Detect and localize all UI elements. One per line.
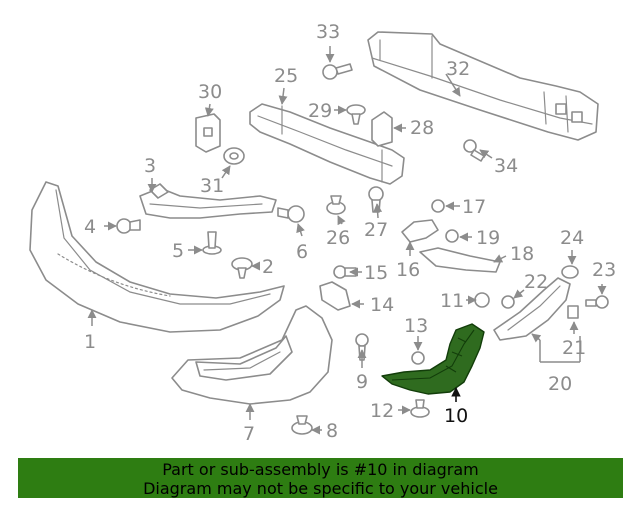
callout-26: 26: [326, 227, 350, 249]
part-1-bumper-cover[interactable]: [29, 181, 285, 333]
callout-6: 6: [296, 241, 308, 263]
part-34-bolt[interactable]: [463, 139, 485, 162]
callout-10: 10: [444, 405, 468, 427]
part-8-clip[interactable]: [291, 415, 313, 435]
callout-29: 29: [308, 100, 332, 122]
part-19-clip[interactable]: [445, 229, 459, 243]
part-21-clip[interactable]: [567, 305, 579, 319]
callout-31: 31: [200, 175, 224, 197]
part-3-side-support[interactable]: [139, 183, 277, 219]
part-32-reinforcement-beam[interactable]: [367, 31, 599, 141]
callout-13: 13: [404, 315, 428, 337]
callout-8: 8: [326, 420, 338, 442]
callout-5: 5: [172, 240, 184, 262]
part-26-push-clip[interactable]: [326, 195, 346, 215]
part-22-bolt[interactable]: [501, 295, 515, 309]
part-12-clip[interactable]: [410, 399, 430, 418]
callout-15: 15: [364, 262, 388, 284]
info-banner: Part or sub-assembly is #10 in diagram D…: [18, 458, 623, 498]
part-24-clip[interactable]: [561, 265, 579, 279]
callout-33: 33: [316, 21, 340, 43]
part-33-bolt[interactable]: [322, 63, 353, 80]
callout-25: 25: [274, 65, 298, 87]
part-25-upper-bracket[interactable]: [249, 103, 405, 185]
part-28-clip-plate[interactable]: [371, 111, 393, 147]
callout-7: 7: [243, 423, 255, 445]
banner-line-part: Part or sub-assembly is #10 in diagram: [162, 460, 479, 479]
callout-30: 30: [198, 81, 222, 103]
part-23-bolt[interactable]: [585, 295, 609, 309]
part-5-screw[interactable]: [202, 231, 222, 255]
part-31-grommet[interactable]: [223, 147, 245, 165]
part-27-bolt[interactable]: [368, 186, 384, 213]
part-6-bolt[interactable]: [277, 205, 305, 223]
part-4-screw[interactable]: [116, 218, 141, 234]
callout-22: 22: [524, 271, 548, 293]
callout-28: 28: [410, 117, 434, 139]
callout-2: 2: [262, 256, 274, 278]
callout-3: 3: [144, 155, 156, 177]
part-11-bolt[interactable]: [474, 292, 490, 308]
part-2-clip[interactable]: [231, 257, 253, 279]
part-18-molding[interactable]: [419, 247, 501, 273]
callout-34: 34: [494, 155, 518, 177]
part-16-bracket[interactable]: [401, 219, 439, 243]
callout-11: 11: [440, 290, 464, 312]
callout-9: 9: [356, 371, 368, 393]
callout-20: 20: [548, 373, 572, 395]
callout-16: 16: [396, 259, 420, 281]
leader-lines: [87, 46, 607, 435]
banner-line-disclaimer: Diagram may not be specific to your vehi…: [143, 479, 498, 498]
callout-12: 12: [370, 400, 394, 422]
part-13-screw[interactable]: [411, 351, 425, 365]
callout-23: 23: [592, 259, 616, 281]
callout-17: 17: [462, 196, 486, 218]
callout-19: 19: [476, 227, 500, 249]
callout-27: 27: [364, 219, 388, 241]
callout-4: 4: [84, 216, 96, 238]
part-29-push-clip[interactable]: [346, 104, 366, 125]
parts-diagram: 1 2 3 4 5 6 7 8 9 10 11 12 13 14 15 16 1…: [29, 21, 616, 445]
callout-24: 24: [560, 227, 584, 249]
part-10-highlighted[interactable]: [381, 323, 485, 395]
part-30-side-bracket[interactable]: [195, 113, 221, 153]
part-17-clip[interactable]: [431, 199, 445, 213]
part-14-bracket[interactable]: [319, 281, 351, 311]
callout-18: 18: [510, 243, 534, 265]
callout-32: 32: [446, 58, 470, 80]
part-20-garnish[interactable]: [493, 277, 571, 341]
callouts: 1 2 3 4 5 6 7 8 9 10 11 12 13 14 15 16 1…: [84, 21, 616, 445]
callout-21: 21: [562, 337, 586, 359]
part-7-garnish[interactable]: [171, 305, 333, 405]
callout-1: 1: [84, 331, 96, 353]
callout-14: 14: [370, 294, 394, 316]
